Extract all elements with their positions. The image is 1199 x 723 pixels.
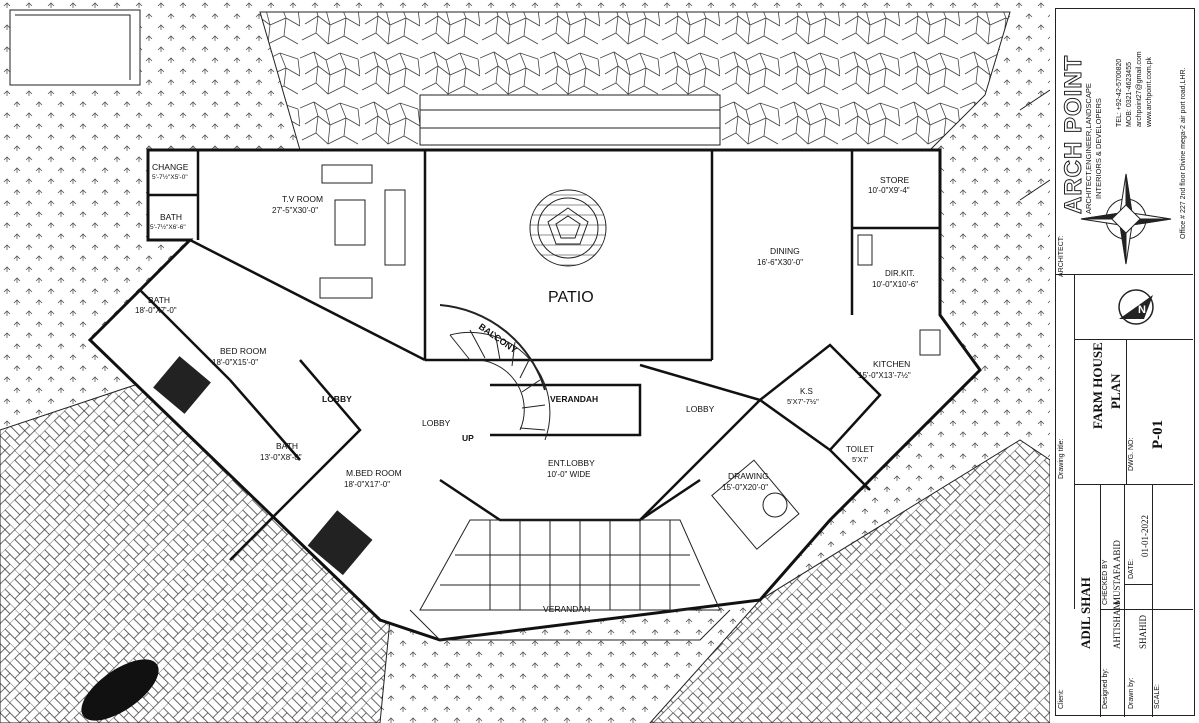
room-store-name: STORE [880, 175, 909, 185]
client-value: ADIL SHAH [1078, 577, 1093, 649]
company-email: archpoint27@gmail.com [1136, 51, 1143, 127]
checked-by-label: CHECKED BY [1102, 559, 1109, 605]
entrance-pergola [409, 519, 731, 641]
room-ks-name: K.S [800, 387, 813, 396]
room-ks-size: 5'X7'-7½" [787, 397, 819, 406]
divider-v-client [1100, 484, 1101, 717]
room-bath-mid-size: 13'-0"X8'-0" [260, 453, 302, 462]
room-tv-name: T.V ROOM [282, 194, 323, 204]
room-drawing-size: 15'-0"X20'-0" [722, 483, 768, 492]
room-dining-name: DINING [770, 246, 800, 256]
company-address: Office # 227 2nd floor Divine mega-2 air… [1180, 67, 1187, 239]
pergola-top [419, 94, 721, 146]
room-entlobby-name: ENT.LOBBY [548, 458, 595, 468]
divider-5 [1124, 584, 1152, 585]
client-label: Client: [1058, 689, 1065, 709]
room-lobby-stair-name: LOBBY [422, 418, 451, 428]
dwg-no-label: DWG. NO: [1128, 437, 1135, 471]
room-bath-small-name: BATH [160, 212, 182, 222]
room-verandah-bottom-name: VERANDAH [543, 604, 590, 614]
divider-v-title [1074, 339, 1075, 609]
room-up-label: UP [462, 433, 474, 443]
room-bath-small-size: 5'-7½"X6'-6" [150, 223, 186, 231]
room-mbed-name: M.BED ROOM [346, 468, 402, 478]
divider-3 [1074, 484, 1193, 485]
room-bath-mid-name: BATH [276, 441, 298, 451]
room-mbed-size: 18'-0"X17'-0" [344, 480, 390, 489]
drawing-title-line-1: FARM HOUSE [1090, 342, 1105, 429]
company-mob: MOB: 0321-4623455 [1126, 62, 1133, 127]
room-bed-size: 18'-0"X15'-0" [212, 358, 258, 367]
divider-1 [1056, 274, 1193, 275]
room-toilet-name: TOILET [846, 445, 874, 454]
tree-shadow [81, 659, 159, 721]
room-lobby-left-name: LOBBY [322, 394, 352, 404]
drawing-title-label: Drawing title: [1058, 438, 1065, 479]
drawn-by-label: Drawn by: [1128, 677, 1135, 709]
room-dirkit-size: 10'-0"X10'-6" [872, 280, 918, 289]
dwg-no-value: P-01 [1150, 419, 1166, 449]
room-bath-bed-size: 18'-0"X7'-0" [135, 306, 177, 315]
outbuilding [9, 9, 141, 86]
architect-label: ARCHITECT: [1058, 235, 1065, 277]
room-lobby-right-name: LOBBY [686, 404, 715, 414]
room-bed-name: BED ROOM [220, 346, 266, 356]
scale-label: SCALE: [1154, 684, 1161, 709]
north-arrow-icon: N [1118, 289, 1154, 325]
room-tv-size: 27'-5"X30'-0" [272, 206, 318, 215]
divider-v-drawn [1152, 484, 1153, 717]
room-change-size: 5'-7½"X5'-0" [152, 173, 188, 181]
room-dining-size: 16'-6"X30'-0" [757, 258, 803, 267]
company-tel: TEL: +92-42-5700820 [1116, 58, 1123, 127]
svg-text:N: N [1138, 304, 1146, 316]
company-web: www.archpoint.com.pk [1146, 56, 1153, 127]
room-patio-name: PATIO [548, 289, 594, 306]
designed-by-label: Designed by: [1102, 668, 1109, 709]
room-bath-bed-name: BATH [148, 295, 170, 305]
divider-v-designed [1124, 484, 1125, 717]
floor-plan-drawing: CHANGE 5'-7½"X5'-0" BATH 5'-7½"X6'-6" T.… [0, 0, 1050, 723]
room-kitchen-name: KITCHEN [873, 359, 910, 369]
divider-2 [1074, 339, 1193, 340]
date-value: 01-01-2022 [1140, 515, 1150, 557]
room-verandah-mid-name: VERANDAH [550, 394, 598, 404]
paving-right [649, 439, 1050, 723]
room-drawing-name: DRAWING [728, 471, 769, 481]
date-label: DATE: [1128, 558, 1135, 579]
compass-logo-icon [1080, 173, 1172, 265]
divider-v-dwg [1126, 339, 1127, 484]
outbuilding-inner [15, 14, 131, 80]
furniture [153, 164, 941, 576]
boundary-lines [1019, 89, 1050, 201]
interior-walls [139, 150, 940, 561]
room-entlobby-size: 10'-0" WIDE [547, 470, 591, 479]
drawn-by-value: SHAHID [1138, 614, 1148, 649]
checked-by-value: MUSTAFA ABID [1112, 540, 1122, 605]
room-toilet-size: 5'X7' [852, 455, 869, 464]
title-block: ARCH POINT ARCHITECT,ENGINEER,LANDSCAPE … [1055, 8, 1195, 717]
room-change-name: CHANGE [152, 162, 189, 172]
divider-4 [1100, 609, 1193, 610]
patio-medallion [529, 189, 607, 267]
room-store-size: 10'-0"X9'-4" [868, 186, 910, 195]
drawing-title-line-2: PLAN [1108, 373, 1123, 409]
room-kitchen-size: 15'-0"X13'-7½" [858, 371, 911, 380]
spiral-staircase [439, 304, 551, 441]
room-dirkit-name: DIR.KIT. [885, 269, 915, 278]
